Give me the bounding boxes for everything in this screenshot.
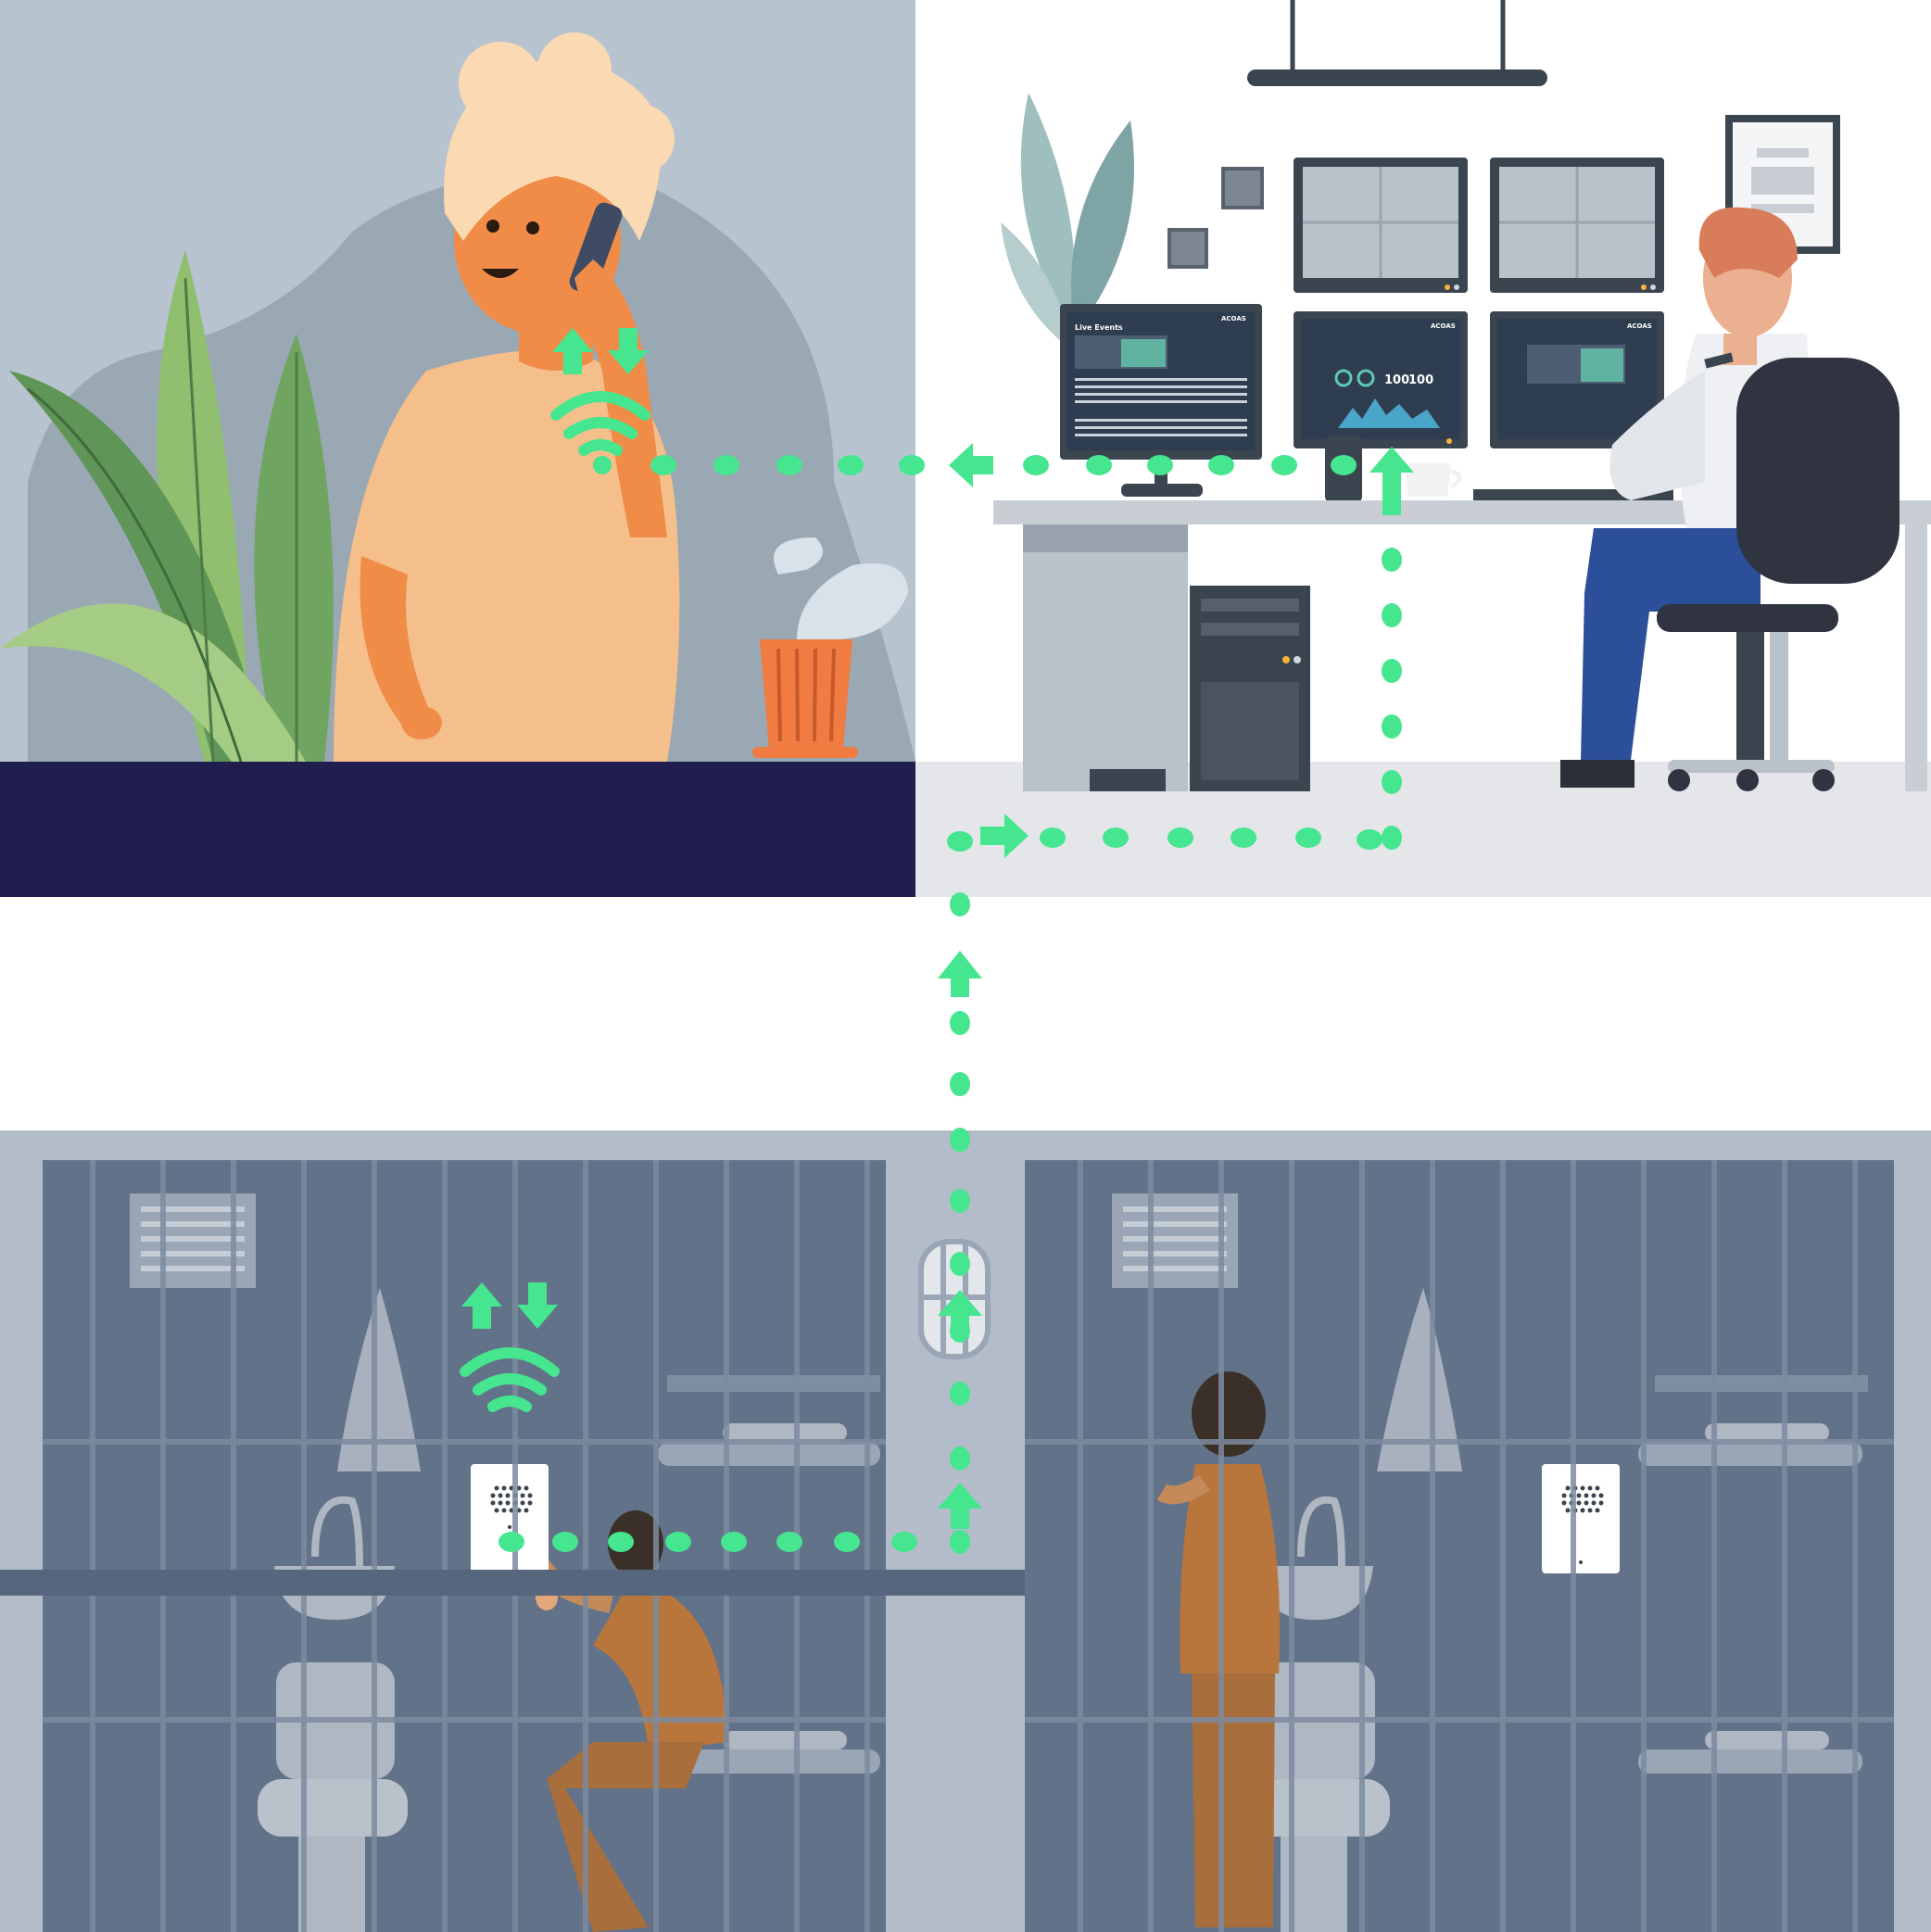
arrow-up-icon <box>1369 447 1414 515</box>
signal-dots-top <box>650 455 1357 475</box>
bunk-bed <box>658 1375 880 1774</box>
arrow-up-icon <box>461 1282 502 1329</box>
guard-legs <box>1581 528 1761 760</box>
dashboard-value-2: 100 <box>1408 373 1433 387</box>
events-monitor: Live Events ACOAS <box>1060 304 1262 497</box>
signal-dots-cell <box>499 1532 917 1552</box>
brand-label: ACOAS <box>1431 322 1456 330</box>
arrow-up-icon <box>938 1483 982 1529</box>
dashboard-monitor: ACOAS 100 100 <box>1294 311 1468 448</box>
office-chair <box>1657 358 1899 791</box>
bunk-bed <box>1638 1375 1868 1774</box>
reports-monitor: ACOAS <box>1490 311 1664 448</box>
woman-body <box>334 349 680 762</box>
arrow-down-icon <box>608 328 649 374</box>
arrow-up-icon <box>938 1290 982 1338</box>
camera-monitor <box>1490 158 1664 293</box>
arrow-up-icon <box>938 951 982 997</box>
computer-tower <box>1190 586 1310 791</box>
towel <box>337 1288 421 1471</box>
intercom-speaker-icon <box>471 1464 549 1573</box>
arrow-down-icon <box>517 1282 558 1329</box>
brand-label: ACOAS <box>1221 315 1246 322</box>
control-room-panel: Live Events ACOAS ACOAS 100 100 <box>915 0 1931 897</box>
arrow-left-icon <box>949 443 993 487</box>
wall-frame-small <box>1221 167 1264 209</box>
left-cell <box>43 1160 886 1932</box>
wifi-signal-icon <box>460 1347 560 1412</box>
ventilation-grille <box>130 1193 256 1288</box>
inmate-signal <box>460 1282 560 1412</box>
signal-path <box>460 328 1414 1554</box>
ventilation-grille <box>1112 1193 1238 1288</box>
signal-dots-desk <box>1382 548 1402 850</box>
woman-signal <box>550 328 650 474</box>
intercom-speaker-icon <box>1542 1464 1620 1573</box>
signal-dots-floor <box>947 827 1382 852</box>
towel <box>1377 1288 1462 1471</box>
home-plant <box>0 250 334 763</box>
coffee-cup <box>1405 463 1462 497</box>
wall-frame-small <box>1167 228 1208 269</box>
wifi-signal-icon <box>550 391 650 456</box>
dashboard-title: Live Events <box>1075 323 1123 332</box>
standing-inmate <box>1156 1371 1281 1927</box>
guard-hair <box>1698 207 1798 278</box>
office-plant <box>1001 93 1134 352</box>
arrow-right-icon <box>980 814 1029 858</box>
coffee-mug <box>752 537 908 758</box>
sink <box>1256 1496 1373 1621</box>
brand-label: ACOAS <box>1627 322 1652 330</box>
prison-panel <box>0 1130 1931 1932</box>
ceiling-lamp <box>1247 0 1547 86</box>
guard-arm <box>1609 371 1705 500</box>
home-panel <box>0 0 915 897</box>
right-cell <box>1025 1160 1894 1932</box>
cell-bars <box>1025 1160 1894 1932</box>
dashboard-value-1: 100 <box>1384 373 1409 387</box>
home-counter <box>0 762 915 897</box>
arrow-up-icon <box>552 328 593 374</box>
camera-monitor <box>1294 158 1468 293</box>
